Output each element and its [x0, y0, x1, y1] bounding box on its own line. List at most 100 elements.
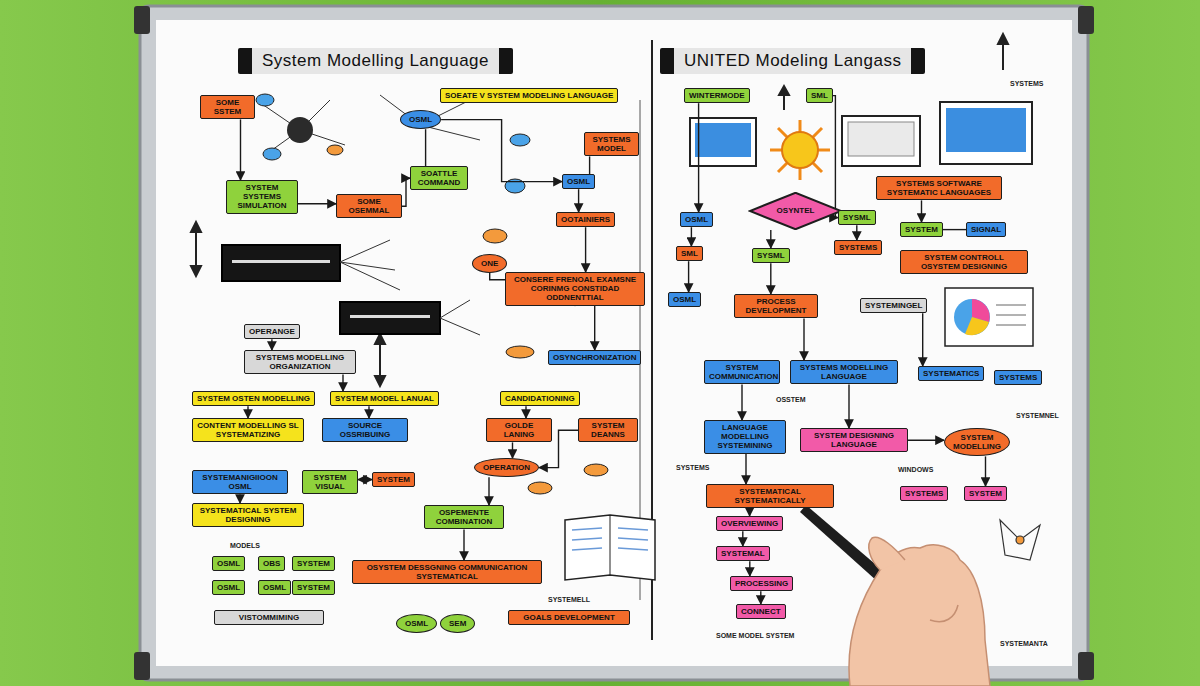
connector	[908, 440, 944, 441]
process-box: SYSTEM OSTEN MODELLING	[192, 391, 315, 406]
diamond-shape	[750, 193, 841, 229]
process-box: VISTOMMIMING	[214, 610, 324, 625]
connector	[578, 189, 579, 212]
frame-corner	[134, 6, 150, 34]
node-text: SYSTEMATICAL SYSTEMATICALLY	[711, 487, 829, 505]
node-text: SYSTEMATICS	[923, 369, 979, 378]
node-text: SYSTEM	[297, 559, 330, 568]
node-text: SYSTEM DEANNS	[583, 421, 633, 439]
title-banner: System Modelling Language	[238, 48, 513, 74]
connector	[463, 529, 464, 560]
process-box: OSYNCHRONIZATION	[548, 350, 641, 365]
process-box: OSML	[680, 212, 713, 227]
connector	[985, 456, 986, 486]
node-text: SYSTEM DESIGNING LANGUAGE	[805, 431, 903, 449]
process-box: SYSTEMS	[994, 370, 1042, 385]
process-box: SYSTEMINGEL	[860, 298, 927, 313]
node-text: GOLDE LANING	[491, 421, 547, 439]
hand-with-marker	[800, 505, 990, 686]
node-text: OSML	[263, 583, 286, 592]
connector	[856, 225, 857, 240]
process-box: CONSERE FRENOAL EXAMSNE CORINMG CONSTIDA…	[505, 272, 645, 306]
title-text: System Modelling Language	[262, 51, 489, 70]
note-label: SYSTEMANTA	[1000, 640, 1048, 647]
note-label: WINDOWS	[898, 466, 933, 473]
small-box: SYSTEM	[292, 580, 335, 595]
book-illustration	[565, 515, 655, 580]
process-box: SYSTEM DEANNS	[578, 418, 638, 442]
sun-icon	[770, 120, 830, 180]
node-text: SYSTEMS MODELLING LANGUAGE	[795, 363, 893, 381]
process-box: OSYSTEM DESSGNING COMMUNICATION SYSTEMAT…	[352, 560, 542, 584]
process-box: CONNECT	[736, 604, 786, 619]
process-box: SYSTEM	[372, 472, 415, 487]
node-text: LANGUAGE MODELLING SYSTEMINING	[709, 423, 781, 451]
node-text: SYSTEM	[905, 225, 938, 234]
process-box: OVERVIEWING	[716, 516, 783, 531]
node-text: SYSTEMS	[839, 243, 877, 252]
node-text: SYSTEM	[969, 489, 1002, 498]
process-box: SYSTEMS MODELLING LANGUAGE	[790, 360, 898, 384]
process-box: OSPEMENTE COMBINATION	[424, 505, 504, 529]
node-text: SYSTEMS	[999, 373, 1037, 382]
node-text: OSML	[685, 215, 708, 224]
node-text: SYSTEMS MODEL	[589, 135, 634, 153]
connector	[594, 306, 595, 350]
process-box: GOALS DEVELOPMENT	[508, 610, 630, 625]
process-box: SOME OSEMMAL	[336, 194, 402, 218]
node-text: OSML	[567, 177, 590, 186]
process-box: SYSTEMATICAL SYSTEM DESIGNING	[192, 503, 304, 527]
node-text: SYSTEM MODELLING	[953, 433, 1001, 451]
node-text: OPERATION	[483, 463, 530, 472]
node-text: OSML	[217, 559, 240, 568]
connector	[240, 119, 241, 180]
spider-lines	[262, 95, 480, 335]
node-text: CONNECT	[741, 607, 781, 616]
oval-node: OPERATION	[474, 458, 539, 477]
pie-chart-panel	[945, 288, 1033, 346]
process-box: WINTERMODE	[684, 88, 750, 103]
connector	[688, 261, 689, 292]
node-text: SOURCE OSSRIBUING	[327, 421, 403, 439]
node-text: SYSML	[757, 251, 785, 260]
node-text: SYSTEM SYSTEMS SIMULATION	[231, 183, 293, 211]
process-box: OPERANGE	[244, 324, 300, 339]
process-box: SYSML	[838, 210, 876, 225]
node-text: OSML	[673, 295, 696, 304]
small-box: OSML	[212, 580, 245, 595]
connector	[342, 374, 343, 391]
node-text: OSPEMENTE COMBINATION	[429, 508, 499, 526]
process-box: SOME SSTEM	[200, 95, 255, 119]
connector	[402, 178, 410, 206]
connector	[525, 406, 526, 418]
node-text: VISTOMMIMING	[219, 613, 319, 622]
process-box: SYSTEMS	[900, 486, 948, 501]
node-text: SYSTEMS SOFTWARE SYSTEMATIC LANGUAGES	[881, 179, 997, 197]
connector	[803, 318, 804, 360]
small-box: OSML	[212, 556, 245, 571]
process-box: SYSTEM	[900, 222, 943, 237]
node-text: SYSTEMATICAL SYSTEM DESIGNING	[197, 506, 299, 524]
node-text: GOALS DEVELOPMENT	[513, 613, 625, 622]
node-text: SYSTEM MODEL LANUAL	[335, 394, 434, 403]
connector	[770, 230, 771, 248]
process-box: SYSTEM CONTROLL OSYSTEM DESIGNING	[900, 250, 1028, 274]
node-text: SML	[811, 91, 828, 100]
node-text: OSML	[217, 583, 240, 592]
screen-icons	[690, 102, 1032, 166]
node-text: SYSTEM	[297, 583, 330, 592]
process-box: SYSTEMS MODELLING ORGANIZATION	[244, 350, 356, 374]
decision-diamond: OSYNTEL	[748, 192, 843, 230]
node-text: SYSTEMS MODELLING ORGANIZATION	[249, 353, 351, 371]
connector	[247, 406, 248, 418]
connector	[239, 494, 240, 503]
node-text: CONTENT MODELLING SL SYSTEMATIZING	[197, 421, 299, 439]
connector	[770, 263, 771, 294]
small-box: OSML	[258, 580, 291, 595]
process-box: OSML	[668, 292, 701, 307]
note-label: SOME MODEL SYSTEM	[716, 632, 794, 639]
node-text: SYSTEM VISUAL	[307, 473, 353, 491]
node-text: PROCESSING	[735, 579, 788, 588]
node-text: SYSML	[843, 213, 871, 222]
connector	[585, 227, 586, 272]
